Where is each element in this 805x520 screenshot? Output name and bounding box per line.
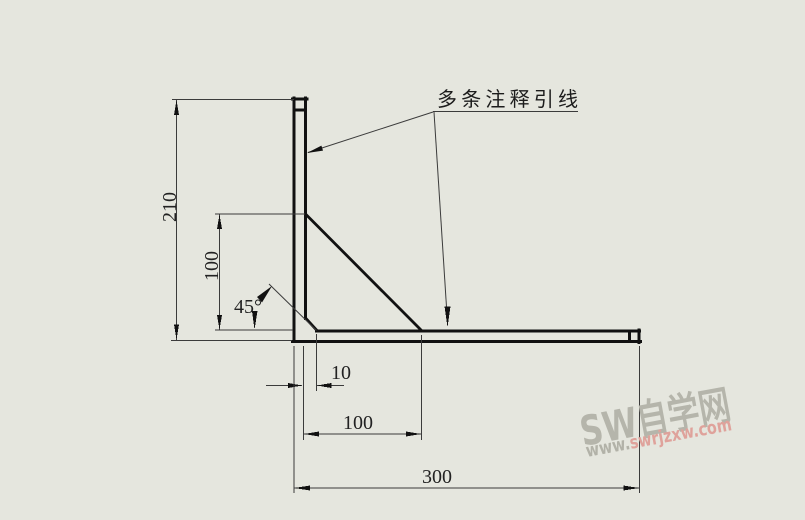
dimension-chamfer-angle[interactable]: 45°: [234, 283, 317, 331]
arrowhead-right-icon: [623, 485, 639, 491]
dimension-value-210[interactable]: 210: [159, 192, 181, 222]
leader-line-to-base: [433, 111, 447, 308]
leader-line-to-wall: [307, 111, 434, 153]
watermark: SW自学网 www.swrjzxw.com: [576, 381, 734, 462]
arrowhead-left-icon: [317, 383, 332, 388]
arrowhead-left-icon: [304, 431, 319, 437]
dimension-rib-height[interactable]: 100: [201, 213, 305, 331]
arrowhead-left-icon: [294, 485, 310, 491]
arrowhead-diagonal-icon: [257, 286, 272, 303]
arrowhead-down-icon: [444, 306, 451, 327]
arrowhead-right-icon: [288, 383, 303, 388]
arrowhead-right-icon: [406, 431, 421, 437]
dimension-value-10[interactable]: 10: [331, 362, 351, 384]
dimension-value-300[interactable]: 300: [422, 466, 452, 488]
part-outline: [291, 96, 642, 344]
arrowhead-down-icon: [217, 315, 222, 330]
annotation-label[interactable]: 多条注释引线: [437, 87, 578, 111]
arrowhead-down-icon: [174, 324, 179, 340]
arrowhead-up-icon: [217, 214, 222, 229]
dimension-total-width[interactable]: 300: [293, 346, 640, 493]
dimension-value-45deg[interactable]: 45°: [234, 296, 262, 318]
chamfer-leader-line: [268, 283, 317, 331]
dimension-rib-length[interactable]: 100: [303, 335, 422, 440]
dimension-chamfer-offset[interactable]: 10: [266, 334, 351, 440]
multi-leader-annotation[interactable]: 多条注释引线: [307, 87, 578, 327]
arrowhead-down-icon: [252, 311, 258, 330]
arrowhead-up-icon: [174, 100, 179, 115]
arrowhead-left-icon: [307, 145, 323, 153]
rib-edge[interactable]: [303, 212, 424, 333]
dimension-total-height[interactable]: 210: [159, 99, 294, 341]
dimension-value-100v[interactable]: 100: [201, 251, 223, 281]
dimension-value-100h[interactable]: 100: [343, 412, 373, 434]
